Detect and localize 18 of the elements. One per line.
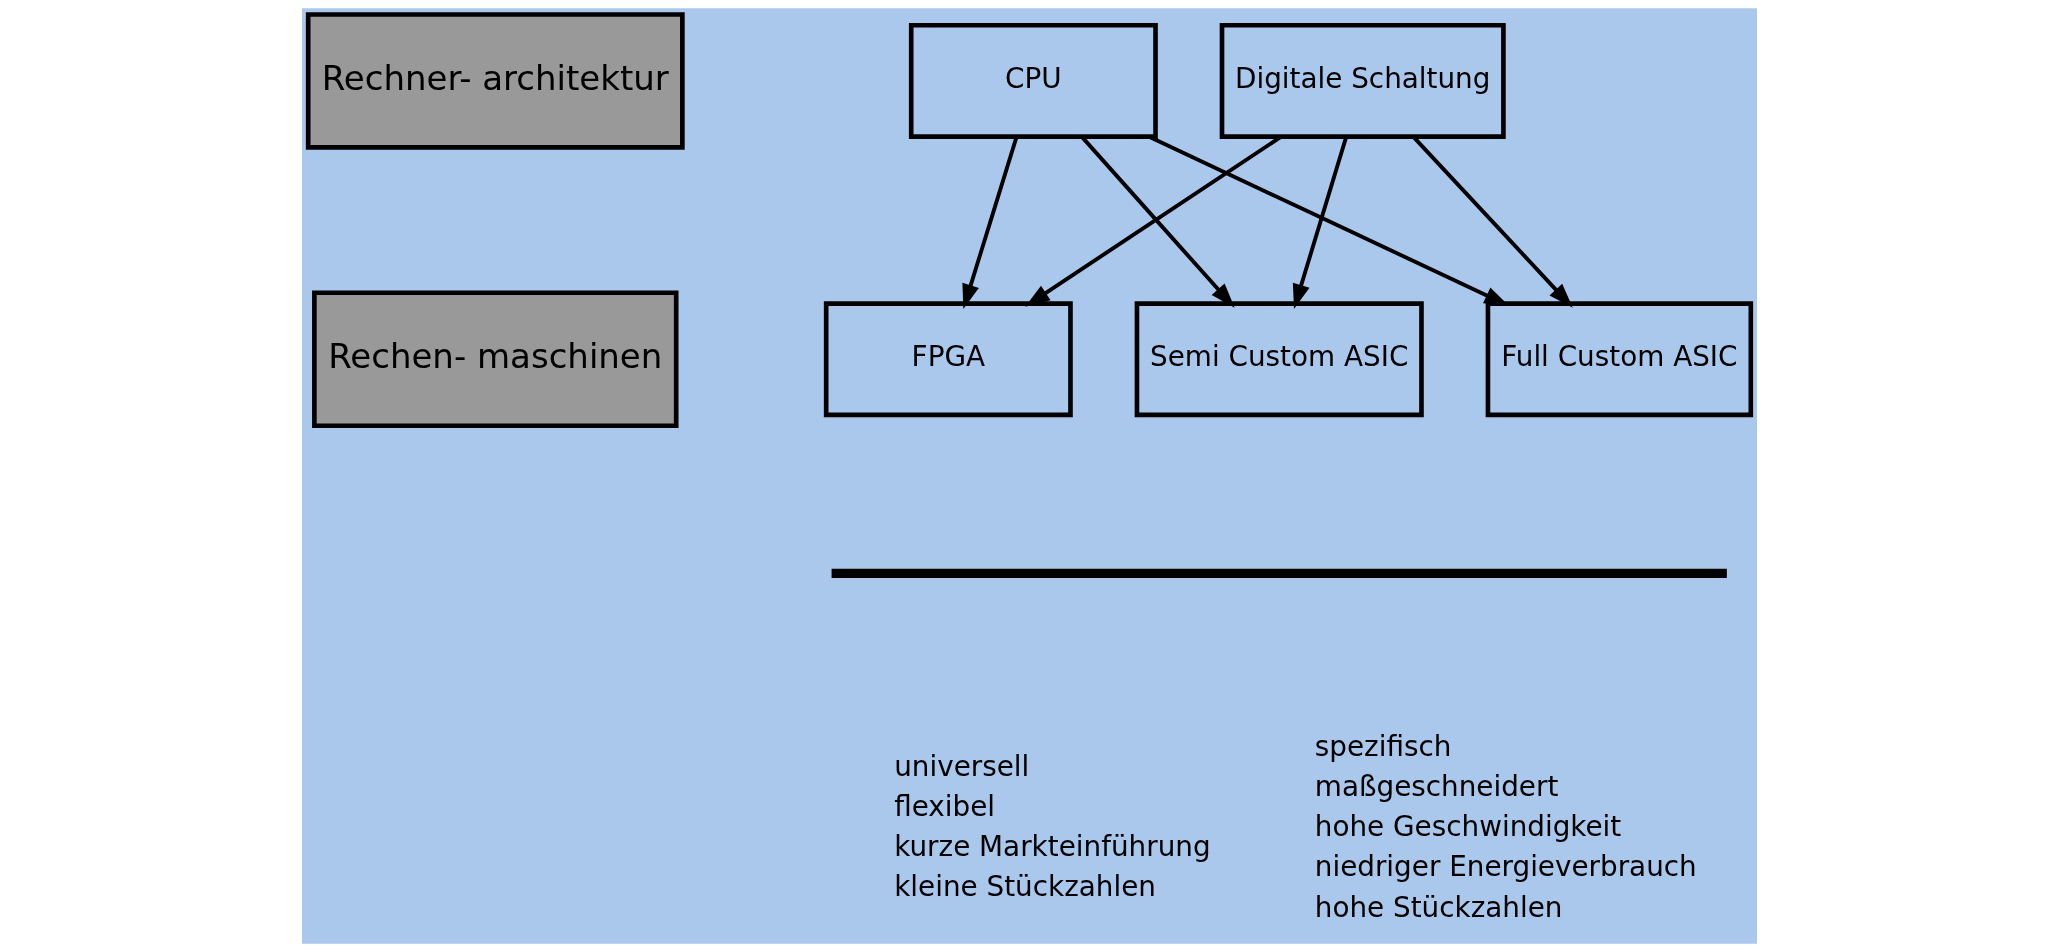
label: maßgeschneidert xyxy=(1314,769,1558,803)
label: universell xyxy=(893,749,1029,783)
arrow xyxy=(961,136,1018,310)
node-box: FPGA xyxy=(823,301,1073,418)
label: flexibel xyxy=(893,790,995,824)
label: hohe Geschwindigkeit xyxy=(1314,810,1621,844)
node-box: Rechen- maschinen xyxy=(311,290,678,429)
node-box: Semi Custom ASIC xyxy=(1134,301,1424,418)
label: kleine Stückzahlen xyxy=(893,870,1156,904)
node-box: Digitale Schaltung xyxy=(1219,22,1506,139)
arrow xyxy=(1292,136,1348,310)
label: niedriger Energieverbrauch xyxy=(1314,850,1697,884)
label: hohe Stückzahlen xyxy=(1314,890,1562,924)
label: kurze Markteinführung xyxy=(893,830,1211,864)
label: spezifisch xyxy=(1314,729,1451,763)
node-box: Full Custom ASIC xyxy=(1485,301,1753,418)
node-box: CPU xyxy=(908,22,1158,139)
node-box: Rechner- architektur xyxy=(305,12,685,150)
